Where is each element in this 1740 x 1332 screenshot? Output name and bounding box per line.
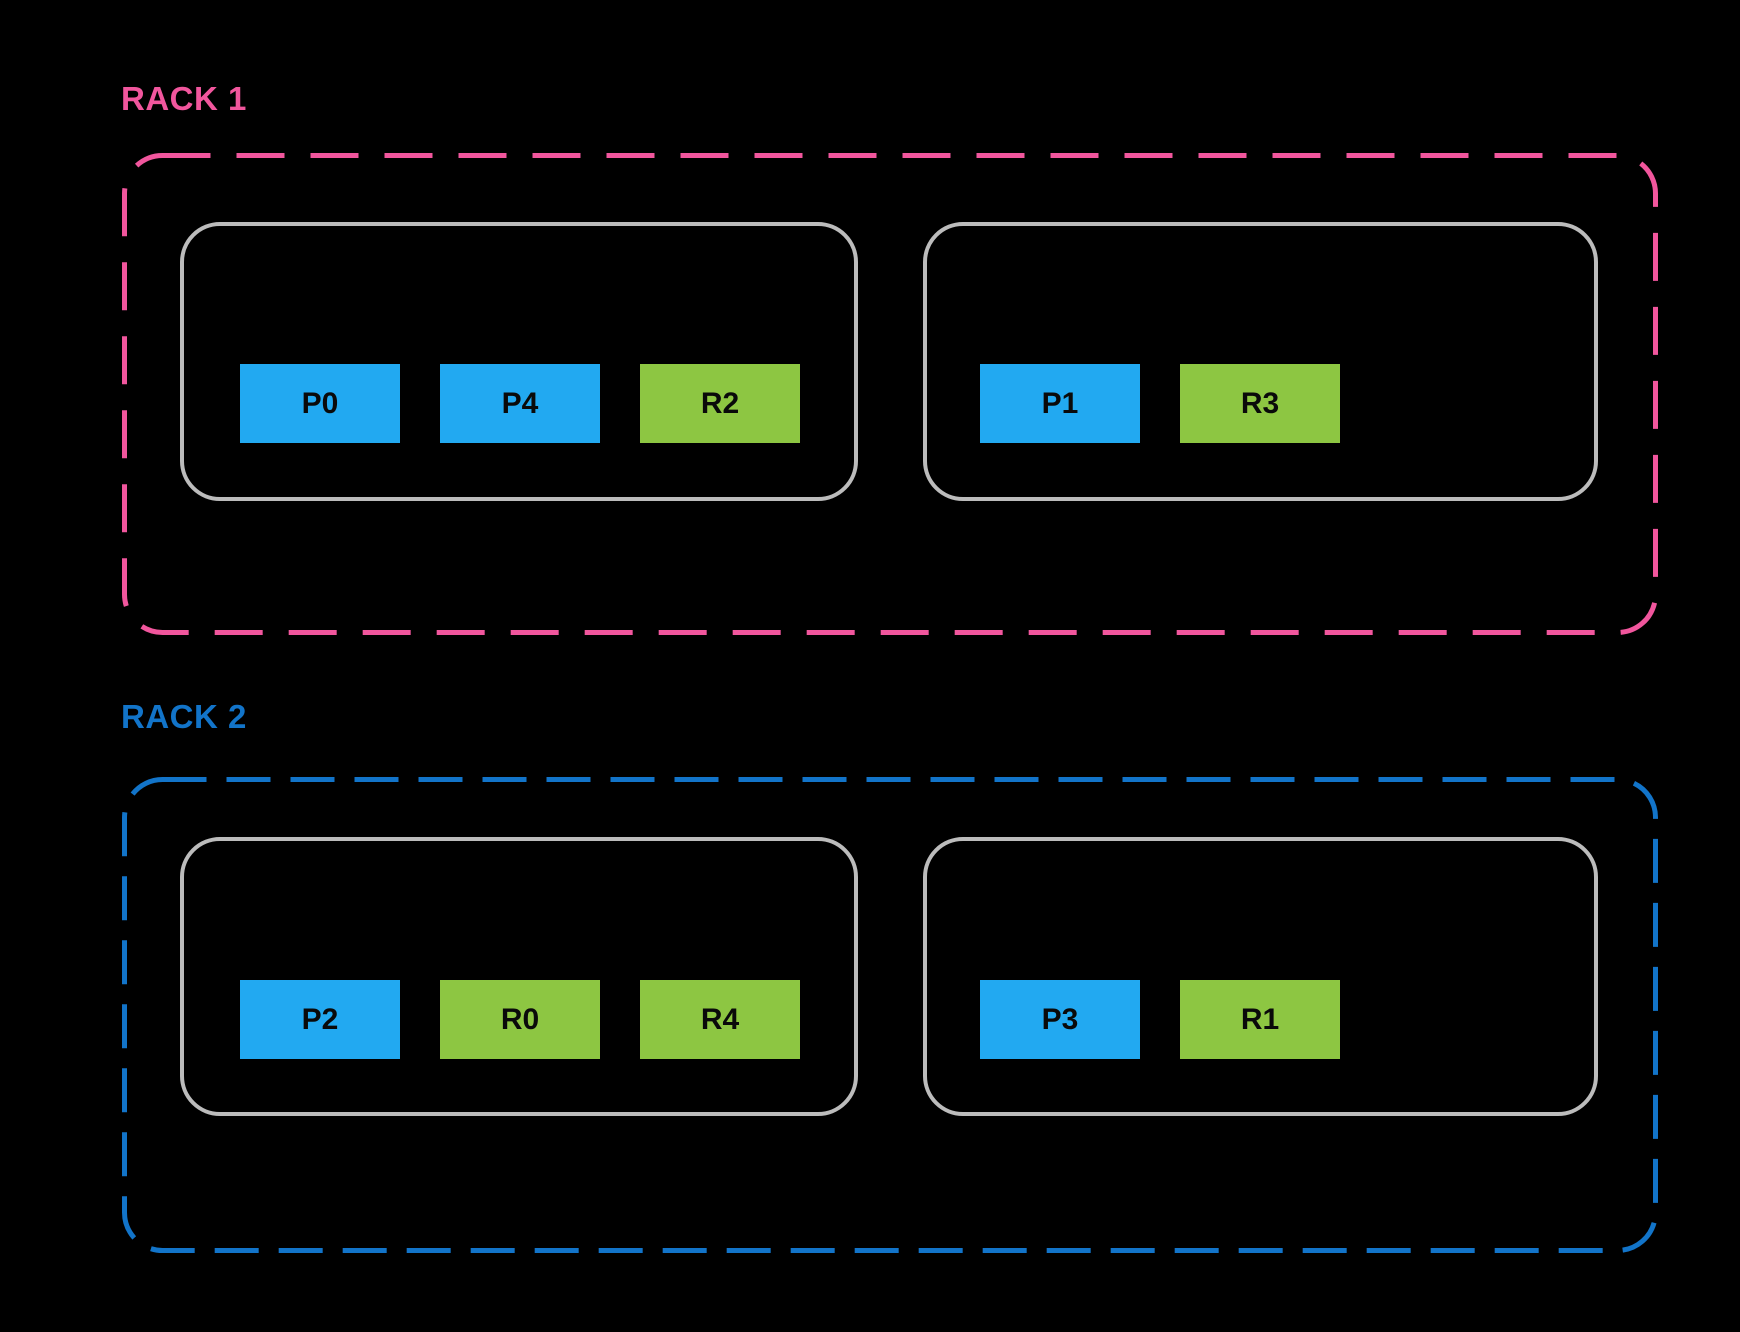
rack-2-dashed-boundary bbox=[122, 777, 1658, 1253]
node-r3: R3 bbox=[1180, 364, 1340, 443]
rack-1-host-2: P1 R3 bbox=[923, 222, 1598, 501]
rack-1-dashed-boundary bbox=[122, 153, 1658, 635]
rack-1-label: RACK 1 bbox=[121, 80, 247, 117]
node-p2: P2 bbox=[240, 980, 400, 1059]
node-r2: R2 bbox=[640, 364, 800, 443]
node-r1: R1 bbox=[1180, 980, 1340, 1059]
rack-2-host-2: P3 R1 bbox=[923, 837, 1598, 1116]
node-r0: R0 bbox=[440, 980, 600, 1059]
rack-2-host-1: P2 R0 R4 bbox=[180, 837, 858, 1116]
rack-1-host-1: P0 P4 R2 bbox=[180, 222, 858, 501]
node-p4: P4 bbox=[440, 364, 600, 443]
node-p3: P3 bbox=[980, 980, 1140, 1059]
node-p0: P0 bbox=[240, 364, 400, 443]
node-p1: P1 bbox=[980, 364, 1140, 443]
node-r4: R4 bbox=[640, 980, 800, 1059]
rack-2-label: RACK 2 bbox=[121, 698, 247, 735]
